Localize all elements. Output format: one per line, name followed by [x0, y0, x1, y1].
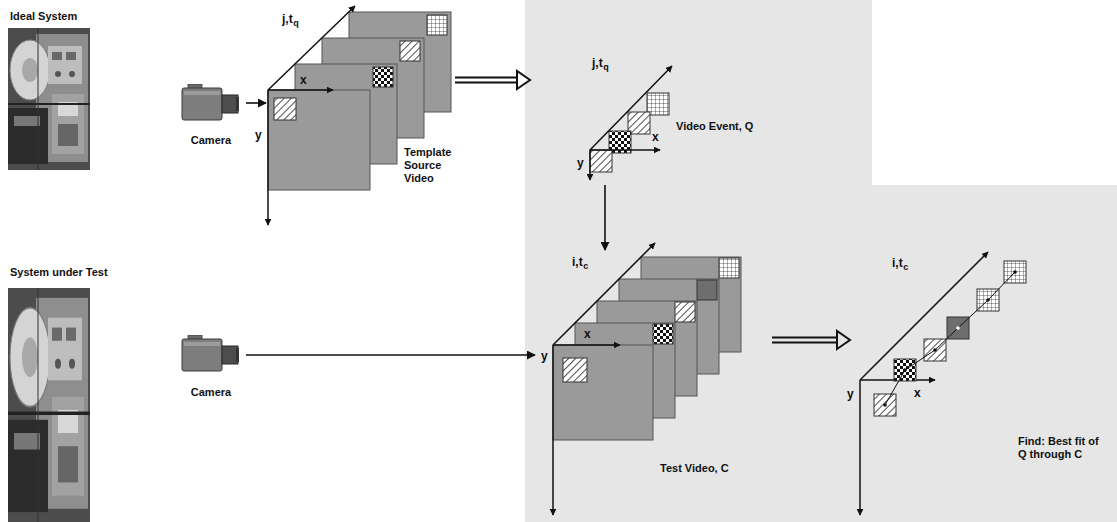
axis-subscript: q: [293, 18, 299, 28]
node-label: Template Source Video: [404, 146, 455, 185]
fit-point: [883, 403, 887, 407]
fit-point: [986, 298, 990, 302]
arrow-head: [837, 331, 850, 349]
axis-line: [553, 344, 620, 346]
pattern-patch: [590, 150, 612, 172]
double-arrow: [455, 71, 530, 89]
axis-subscript: c: [903, 262, 908, 272]
axis-label: x: [300, 73, 307, 87]
arrow-line: [604, 185, 606, 250]
axis-label: x: [584, 327, 591, 341]
pattern-patch: [697, 280, 717, 300]
arrow-line: [246, 102, 266, 104]
axis-line: [553, 243, 655, 345]
test-video-axes: [553, 243, 655, 515]
camera-icon: [182, 335, 239, 371]
node-label: Camera: [178, 134, 244, 147]
flow-arrow: [246, 355, 535, 356]
best-fit-path: [883, 270, 1017, 407]
best-fit-patches: [874, 261, 1026, 416]
node-label: Ideal System: [10, 10, 77, 23]
axis-label: y: [847, 387, 854, 401]
arrow-head: [517, 71, 530, 89]
pattern-patch: [874, 394, 896, 416]
background-panel: [525, 0, 1117, 522]
pattern-patch: [400, 41, 420, 61]
fit-point: [956, 326, 960, 330]
video-frame: [553, 345, 653, 440]
video-event-patches: [590, 93, 669, 172]
pattern-patch: [675, 302, 695, 322]
system-photo: Ideal System: [8, 8, 92, 172]
axis-line: [860, 252, 988, 380]
double-arrow: [772, 331, 850, 349]
system-photo: System under Test: [8, 264, 118, 522]
video-event: Video Event, Q: [530, 50, 790, 185]
axis-label: i,t: [892, 256, 903, 270]
axis-label: x: [914, 386, 921, 400]
test-video-stack: [553, 257, 741, 440]
axis-line: [268, 89, 333, 91]
axis-line: [859, 380, 861, 515]
axis-line: [552, 345, 554, 515]
pattern-patch: [894, 359, 916, 381]
node-label: Video Event, Q: [676, 120, 753, 133]
camera: Camera: [178, 82, 246, 152]
machine-photo: [8, 288, 90, 522]
pattern-patch: [427, 15, 447, 35]
axis-label: y: [577, 156, 584, 170]
pattern-patch: [373, 67, 393, 87]
axis-label: x: [652, 130, 659, 144]
node-label: Find: Best fit of Q through C: [1018, 435, 1110, 461]
axis-line: [590, 66, 672, 150]
video-stack: Template Source Video: [266, 10, 455, 196]
axis-line: [268, 6, 355, 90]
axis-label: i,t: [572, 255, 583, 269]
node-label: Camera: [178, 386, 244, 399]
axis-subscript: c: [583, 261, 588, 271]
camera-icon: [182, 84, 239, 120]
video-event-axes: [590, 66, 672, 180]
axis-label: y: [255, 128, 262, 142]
axis-label: y: [541, 349, 548, 363]
node-label: System under Test: [10, 266, 108, 279]
video-frame: [268, 90, 370, 190]
fit-line: [885, 272, 1015, 405]
pattern-patch: [653, 324, 673, 344]
pattern-patch: [274, 98, 296, 120]
camera: Camera: [178, 332, 246, 404]
arrow-body-inner: [772, 339, 840, 342]
node-label: Test Video, C: [660, 462, 729, 475]
best-fit-axes: [860, 252, 988, 515]
flow-arrow: [605, 185, 606, 250]
arrow-line: [246, 354, 535, 356]
machine-photo: [8, 28, 90, 170]
axis-line: [589, 150, 591, 180]
axis-label: j,t: [592, 56, 603, 70]
axis-subscript: q: [603, 62, 609, 72]
template-axes: [268, 6, 355, 225]
axis-line: [590, 149, 660, 151]
pattern-patch: [719, 258, 739, 278]
flow-arrow: [246, 103, 266, 104]
arrow-body-inner: [455, 79, 520, 82]
pattern-patch: [563, 358, 587, 382]
best-fit-panel: Find: Best fit of Q through C: [850, 245, 1112, 482]
axis-line: [267, 90, 269, 225]
video-stack: Test Video, C: [535, 250, 772, 480]
fit-point: [933, 348, 937, 352]
fit-point: [1013, 270, 1017, 274]
fit-point: [903, 368, 907, 372]
axis-label: j,t: [282, 12, 293, 26]
